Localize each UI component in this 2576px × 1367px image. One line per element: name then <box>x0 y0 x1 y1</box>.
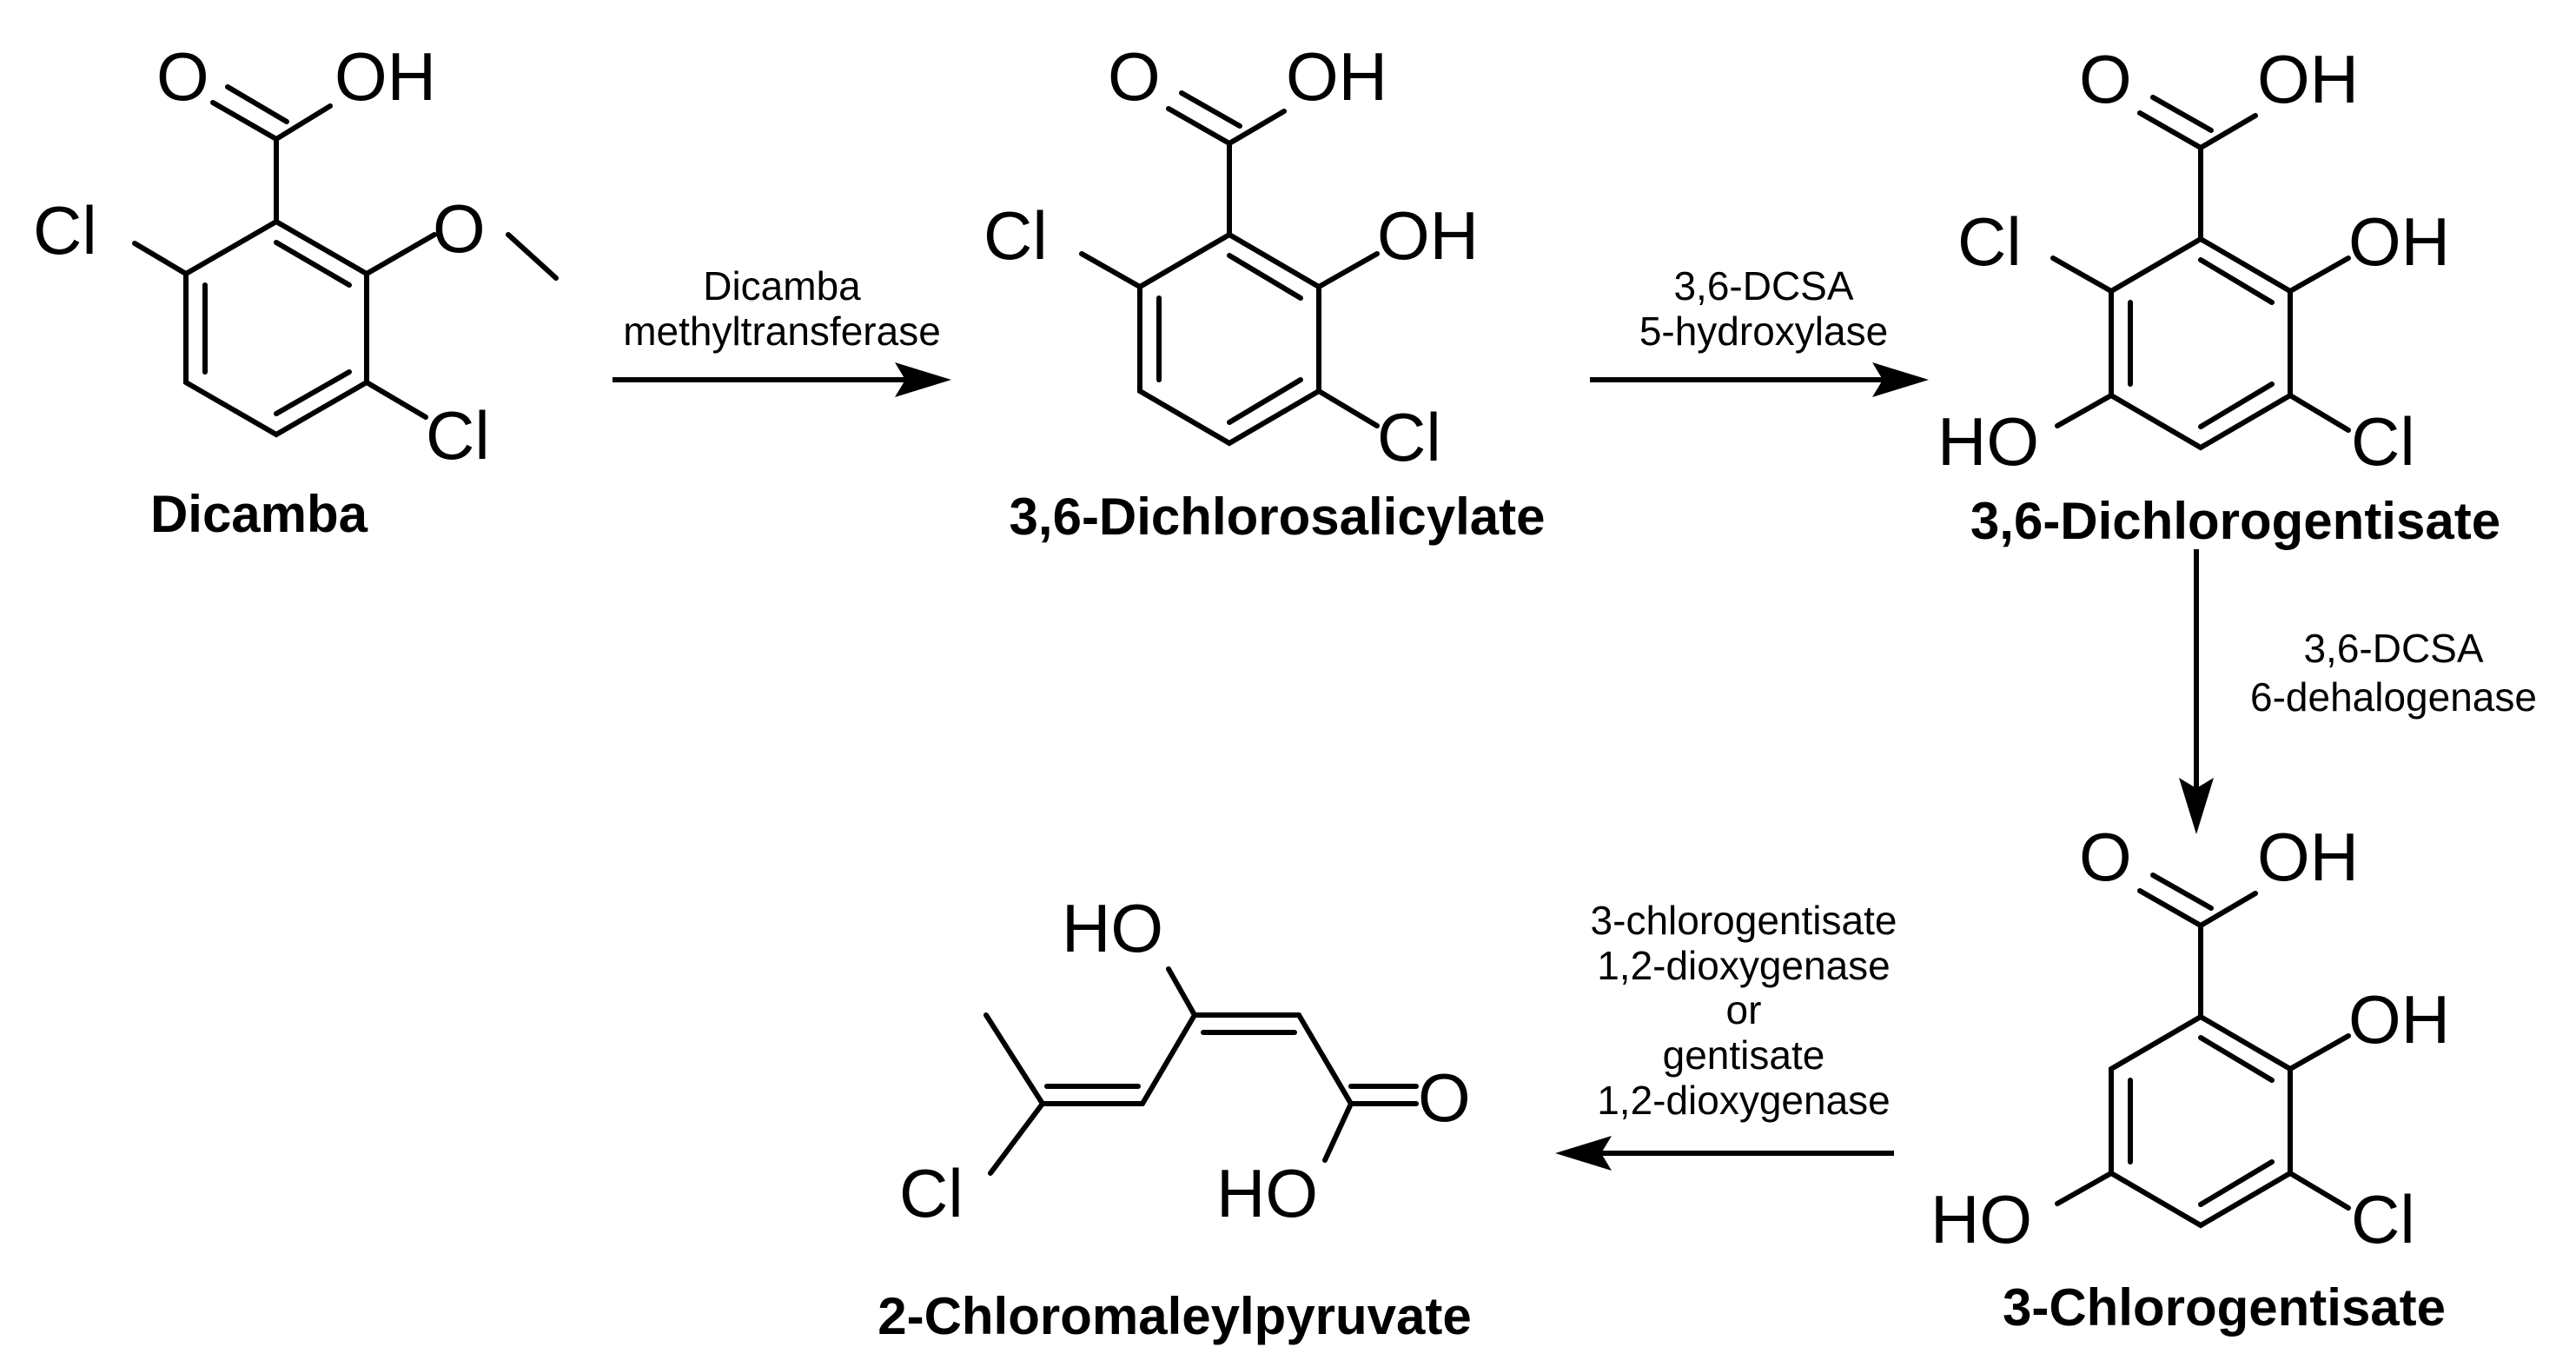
enzyme-label: gentisate <box>1663 1032 1825 1078</box>
enzyme-label: 3,6-DCSA <box>1673 263 1853 309</box>
atom-label: Cl <box>33 192 97 269</box>
reaction-arrow-1: Dicamba methyltransferase <box>613 263 951 397</box>
molecule-dicamba: O OH O Cl Cl Dicamba <box>33 38 559 543</box>
atom-label: OH <box>2257 41 2359 117</box>
compound-name-chloromaleylpyruvate: 2-Chloromaleylpyruvate <box>877 1287 1472 1345</box>
atom-label: HO <box>1937 403 2039 480</box>
compound-name-dichlorogentisate: 3,6-Dichlorogentisate <box>1970 492 2500 550</box>
atom-label: OH <box>334 38 436 115</box>
atom-label: Cl <box>983 197 1048 274</box>
reaction-arrow-4: 3-chlorogentisate 1,2-dioxygenase or gen… <box>1555 898 1897 1171</box>
enzyme-label: 5-hydroxylase <box>1639 309 1888 354</box>
atom-label: O <box>2079 819 2132 895</box>
molecule-dichlorogentisate: O OH OH Cl Cl HO 3,6-Dichlorogentisate <box>1937 41 2500 550</box>
atom-label: OH <box>1286 38 1387 115</box>
atom-label: Cl <box>2351 403 2415 480</box>
compound-name-dicamba: Dicamba <box>150 485 368 543</box>
enzyme-label: Dicamba <box>703 263 861 309</box>
enzyme-label: 3-chlorogentisate <box>1591 898 1897 943</box>
atom-label: OH <box>2348 203 2450 280</box>
atom-label: O <box>433 190 486 267</box>
enzyme-label: or <box>1726 987 1762 1032</box>
enzyme-label: 1,2-dioxygenase <box>1597 1078 1891 1123</box>
molecule-chlorogentisate: O OH OH Cl HO 3-Chlorogentisate <box>1930 819 2450 1337</box>
atom-label: Cl <box>899 1155 964 1231</box>
atom-label: OH <box>1377 197 1479 274</box>
atom-label: O <box>1418 1059 1471 1136</box>
atom-label: OH <box>2348 981 2450 1058</box>
atom-label: HO <box>1930 1181 2032 1258</box>
compound-name-chlorogentisate: 3-Chlorogentisate <box>2003 1278 2446 1337</box>
molecule-dichlorosalicylate: O OH OH Cl Cl 3,6-Dichlorosalicylate <box>983 38 1545 546</box>
atom-label: HO <box>1216 1155 1318 1231</box>
atom-label: HO <box>1062 890 1163 966</box>
atom-label: O <box>2079 41 2132 117</box>
atom-label: O <box>1108 38 1161 115</box>
molecule-chloromaleylpyruvate: HO O HO Cl 2-Chloromaleylpyruvate <box>877 890 1472 1345</box>
enzyme-label: 1,2-dioxygenase <box>1597 943 1891 988</box>
enzyme-label: 3,6-DCSA <box>2303 626 2483 671</box>
atom-label: OH <box>2257 819 2359 895</box>
atom-label: Cl <box>426 397 490 474</box>
atom-label: O <box>156 38 209 115</box>
enzyme-label: 6-dehalogenase <box>2250 674 2537 720</box>
compound-name-dichlorosalicylate: 3,6-Dichlorosalicylate <box>1010 488 1546 546</box>
atom-label: Cl <box>1957 203 2022 280</box>
atom-label: Cl <box>2351 1181 2415 1258</box>
reaction-arrow-2: 3,6-DCSA 5-hydroxylase <box>1590 263 1929 397</box>
atom-label: Cl <box>1377 399 1441 475</box>
reaction-arrow-3: 3,6-DCSA 6-dehalogenase <box>2179 549 2537 834</box>
enzyme-label: methyltransferase <box>623 309 941 354</box>
